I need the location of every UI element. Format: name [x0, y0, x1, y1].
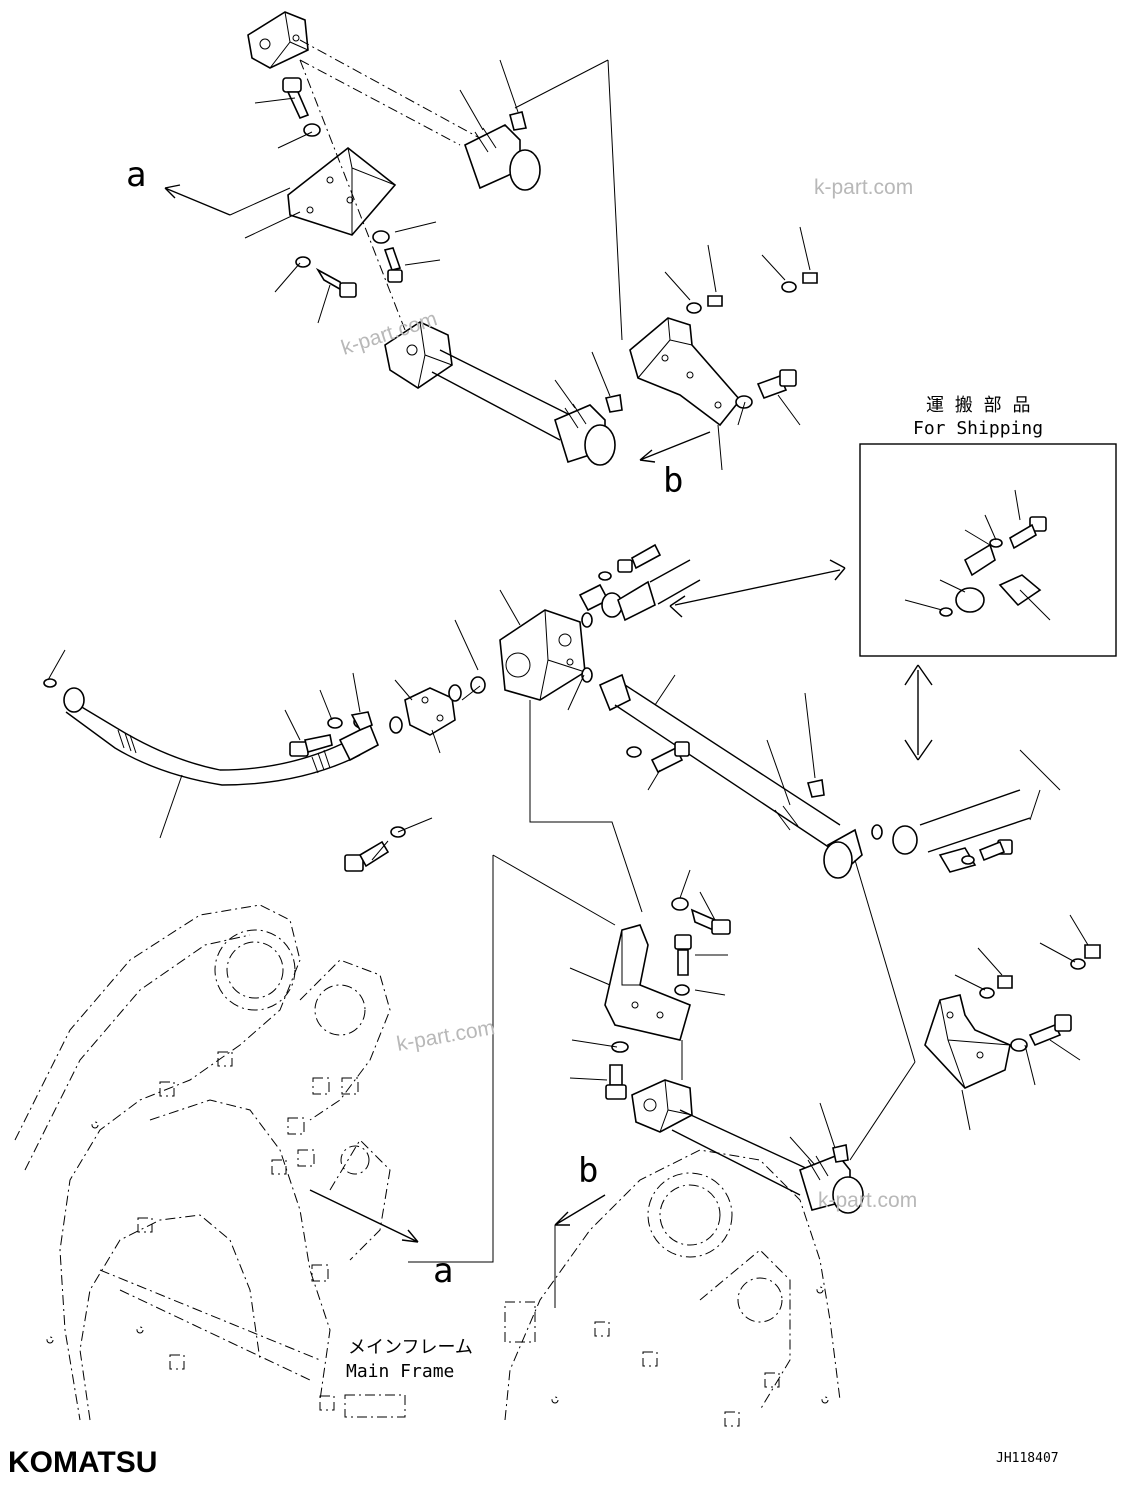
leader-lines-lower [408, 855, 916, 1263]
bracket-a [287, 146, 397, 236]
main-frame-outline-right [504, 1149, 841, 1427]
hose-left-fitting [289, 711, 380, 762]
drawing-number: JH118407 [996, 1451, 1059, 1466]
arrow-b-bottom [554, 1194, 606, 1308]
bracket-lower-middle [604, 924, 691, 1041]
leader-manifold [529, 700, 643, 913]
callout-leaders [47, 59, 1089, 1166]
arrow-a-top [164, 184, 291, 216]
label-main-frame-en: Main Frame [346, 1361, 454, 1382]
split-flange-left [389, 676, 486, 736]
leader-box [514, 59, 623, 341]
manifold-block [499, 609, 593, 701]
label-main-frame-jp: メインフレーム [348, 1337, 473, 1358]
watermark-4: k-part.com [818, 1189, 917, 1212]
lower-tube [671, 1109, 864, 1214]
label-shipping-en: For Shipping [913, 418, 1043, 439]
bracket-b-upper [629, 317, 742, 427]
lower-block [631, 1079, 693, 1133]
arrow-b-top [639, 431, 711, 463]
komatsu-logo: KOMATSU [8, 1446, 157, 1479]
watermark-1: k-part.com [814, 176, 913, 199]
bolt-lower-left [344, 826, 406, 872]
nuts-lower-right [979, 944, 1101, 1052]
hose-right [892, 789, 1031, 873]
middle-upper-block [384, 321, 453, 389]
pipe-center-line [299, 59, 406, 331]
hose-left [43, 678, 361, 786]
middle-tube [431, 349, 623, 466]
arrow-a-bottom [309, 1189, 419, 1243]
bolts-a-lower [295, 230, 403, 298]
label-shipping-jp: 運 搬 部 品 [926, 395, 1031, 416]
bolt-top [282, 77, 321, 137]
main-frame-outline [14, 904, 406, 1421]
upper-clamp [509, 111, 527, 131]
bracket-lower-right [924, 994, 1011, 1089]
upper-left-block [247, 11, 309, 69]
shipping-arrows [669, 559, 933, 761]
upper-tube [464, 124, 541, 191]
label-ref-b-top: b [663, 461, 683, 501]
label-ref-a-bottom: a [433, 1251, 453, 1291]
middle-pipe [598, 673, 883, 879]
bolts-lower-middle [605, 897, 731, 1100]
leader-lines-lower-2 [492, 854, 916, 1161]
for-shipping-box [859, 443, 1117, 657]
label-ref-a-top: a [126, 155, 146, 195]
watermark-3: k-part.com [395, 1016, 497, 1056]
shipping-fittings [578, 543, 701, 628]
label-ref-b-bottom: b [578, 1151, 598, 1191]
nuts-upper [686, 272, 818, 409]
